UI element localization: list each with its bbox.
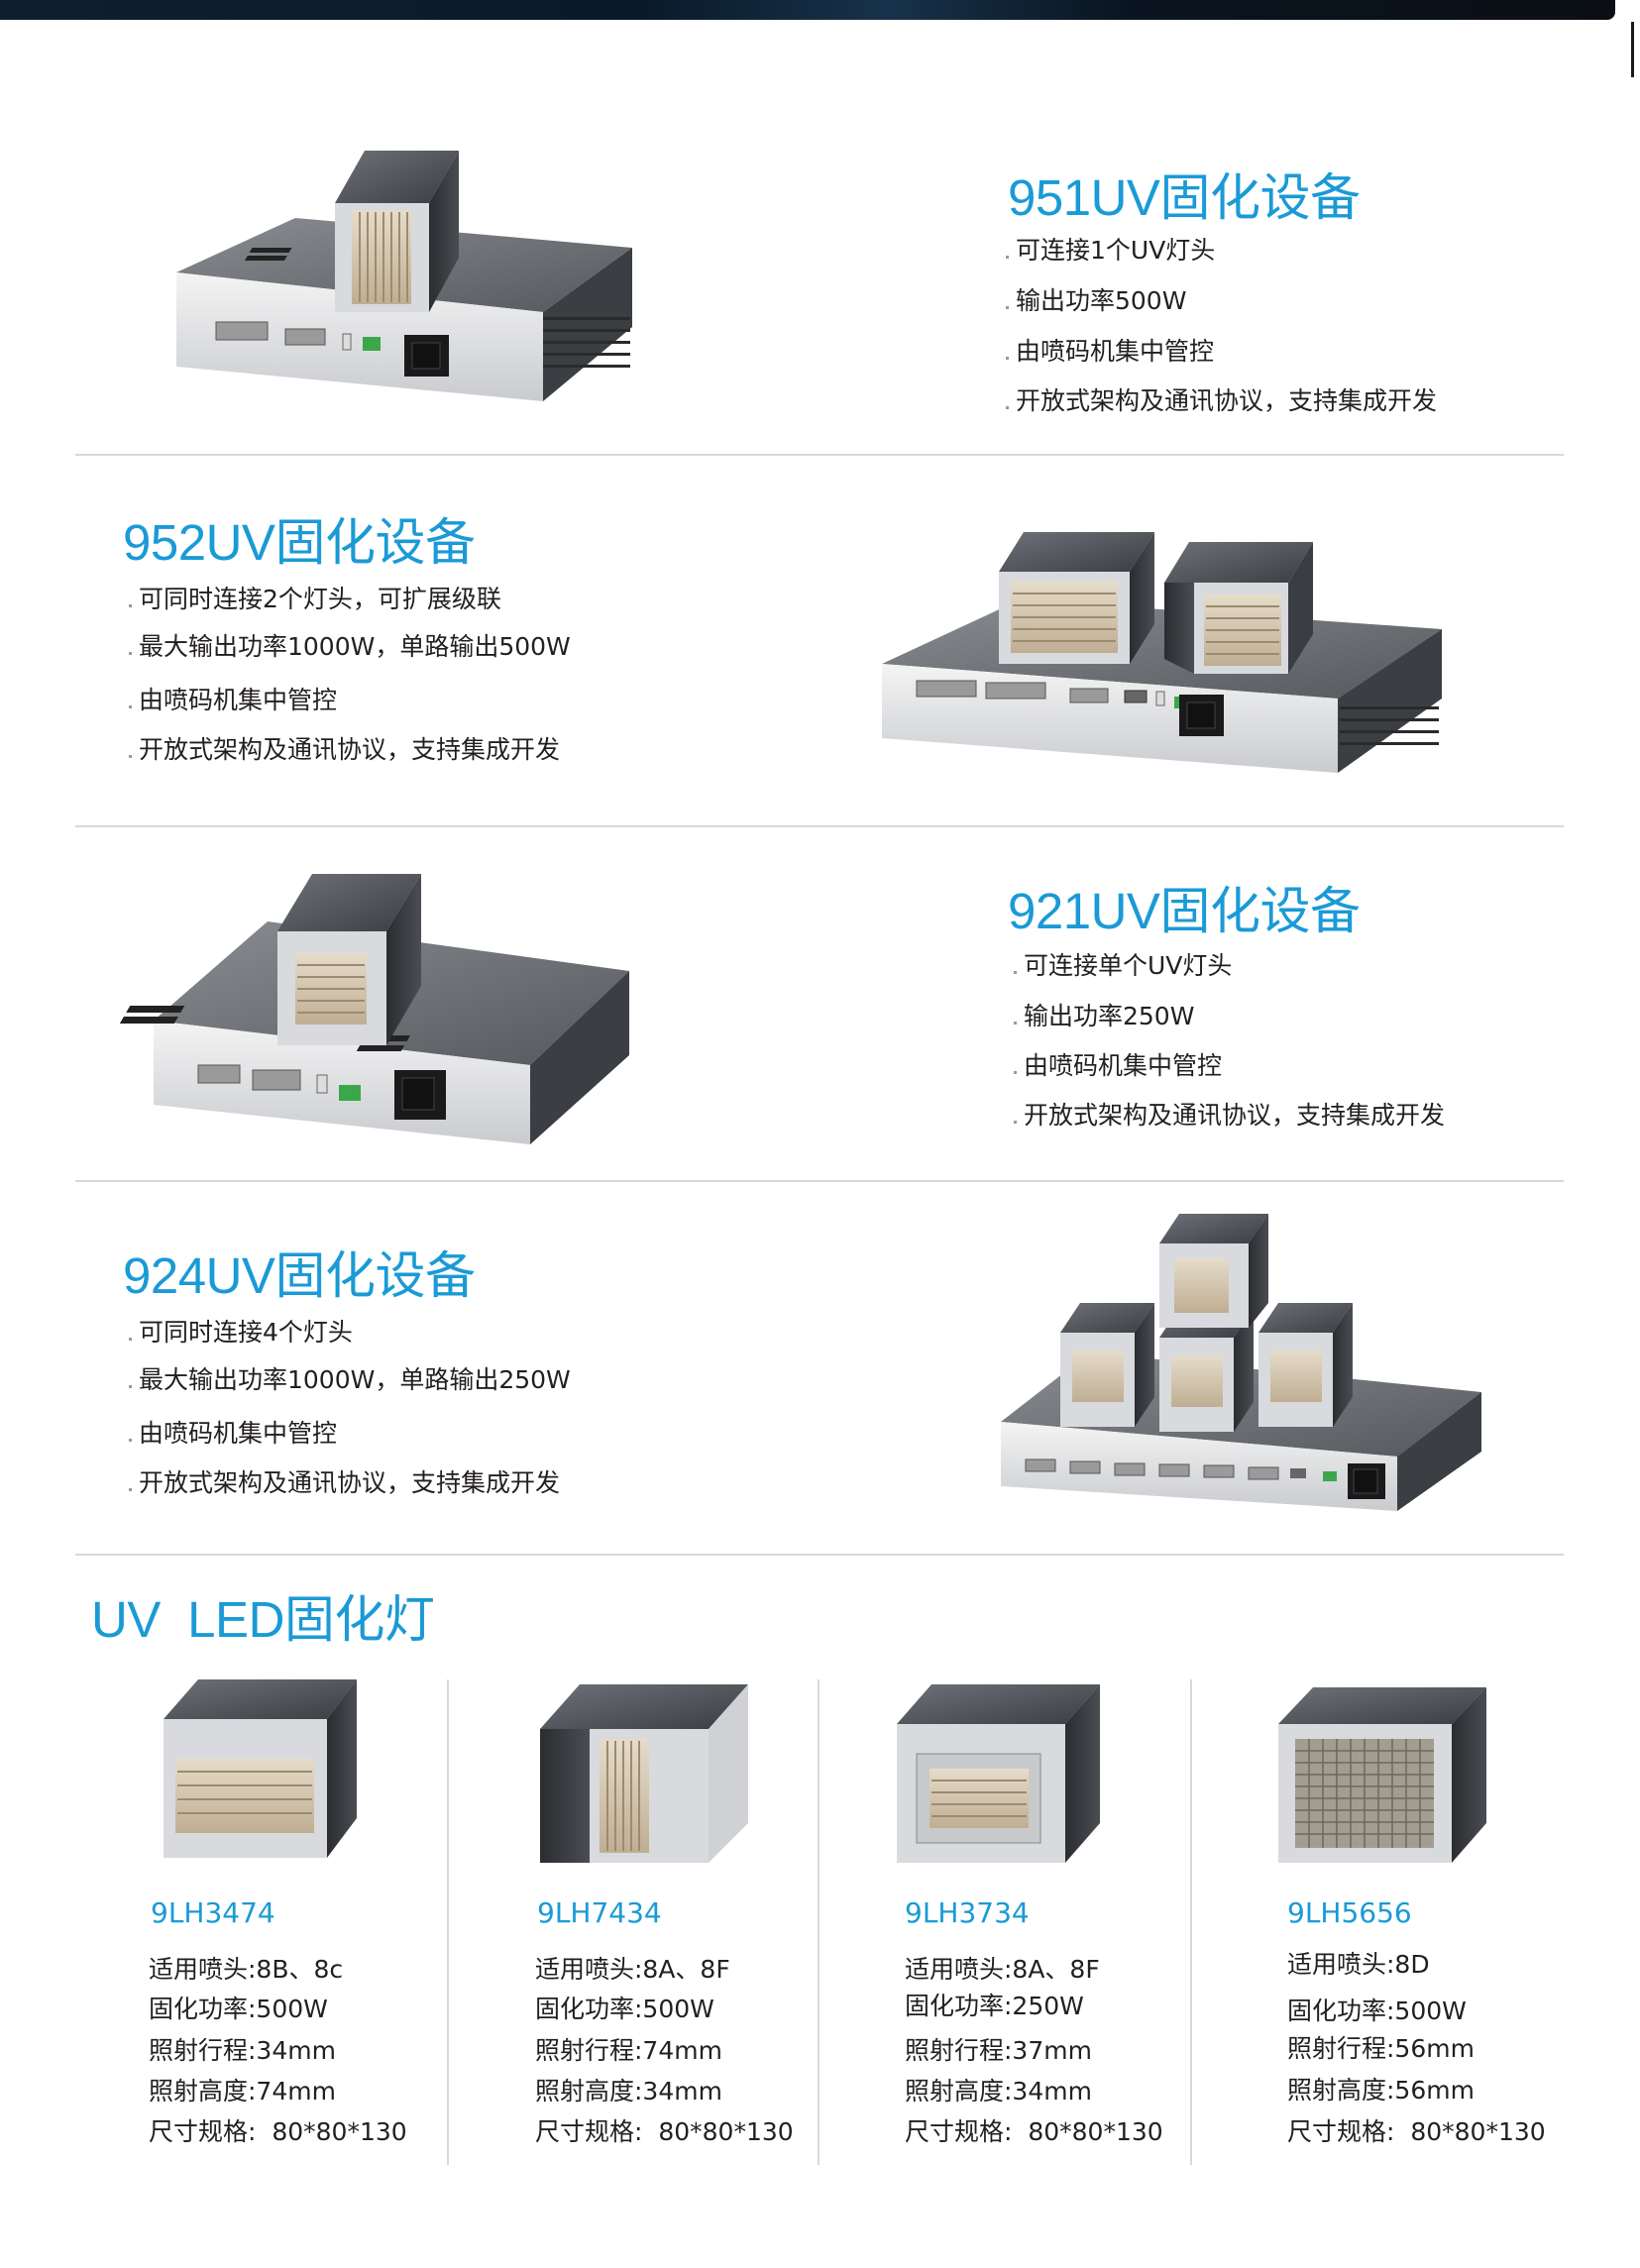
device-title-924: 924UV固化设备: [123, 1247, 476, 1304]
feature-item: 开放式架构及通讯协议，支持集成开发: [129, 1468, 571, 1498]
feature-item: 可同时连接2个灯头，可扩展级联: [129, 585, 571, 614]
top-banner-bar: [0, 0, 1615, 20]
lamp-spec: 照射高度:56mm: [1287, 2076, 1475, 2105]
lamp-model-9lh5656: 9LH5656: [1287, 1896, 1412, 1929]
lamp-spec: 固化功率:500W: [149, 1995, 328, 2023]
feature-item: 最大输出功率1000W，单路输出500W: [129, 632, 571, 661]
device-features-951: 可连接1个UV灯头 输出功率500W 由喷码机集中管控 开放式架构及通讯协议，支…: [1005, 236, 1438, 416]
device-features-924: 可同时连接4个灯头 最大输出功率1000W，单路输出250W 由喷码机集中管控 …: [129, 1318, 571, 1498]
feature-item: 可连接单个UV灯头: [1013, 951, 1445, 981]
lamp-spec: 适用喷头:8A、8F: [905, 1955, 1100, 1984]
lamp-spec: 尺寸规格: 80*80*130: [149, 2117, 407, 2146]
lamp-spec: 照射高度:34mm: [535, 2077, 722, 2106]
device-title-921: 921UV固化设备: [1008, 883, 1361, 939]
feature-item: 输出功率500W: [1005, 286, 1437, 316]
lamp-image-9lh3474: [164, 1679, 357, 1858]
lamp-model-9lh3474: 9LH3474: [151, 1896, 275, 1929]
lamp-spec: 照射行程:34mm: [149, 2036, 336, 2065]
section-divider: [75, 1180, 1564, 1182]
lamp-model-9lh7434: 9LH7434: [537, 1896, 662, 1929]
feature-item: 可同时连接4个灯头: [129, 1318, 571, 1348]
lamp-spec: 尺寸规格: 80*80*130: [535, 2117, 794, 2146]
lamp-image-9lh7434: [540, 1684, 748, 1863]
feature-item: 由喷码机集中管控: [1013, 1051, 1445, 1081]
section-divider: [75, 454, 1564, 456]
lamp-spec: 固化功率:500W: [1287, 1997, 1467, 2025]
product-image-921: [119, 874, 629, 1144]
section-divider: [75, 1554, 1564, 1556]
lamp-spec: 适用喷头:8A、8F: [535, 1955, 730, 1984]
lamp-spec: 固化功率:500W: [535, 1995, 714, 2023]
column-divider: [1190, 1679, 1192, 2165]
lamp-image-9lh5656: [1278, 1687, 1486, 1863]
feature-item: 由喷码机集中管控: [129, 1419, 571, 1449]
device-title-951: 951UV固化设备: [1008, 169, 1361, 226]
feature-item: 开放式架构及通讯协议，支持集成开发: [1005, 386, 1438, 415]
column-divider: [447, 1679, 449, 2165]
lamp-spec: 尺寸规格: 80*80*130: [1287, 2117, 1546, 2146]
lamp-spec: 适用喷头:8D: [1287, 1950, 1430, 1979]
feature-item: 由喷码机集中管控: [1005, 337, 1437, 367]
device-features-921: 可连接单个UV灯头 输出功率250W 由喷码机集中管控 开放式架构及通讯协议，支…: [1013, 951, 1446, 1131]
lamp-spec: 固化功率:250W: [905, 1992, 1084, 2020]
lamp-spec: 照射行程:56mm: [1287, 2034, 1475, 2063]
feature-item: 由喷码机集中管控: [129, 686, 571, 715]
feature-item: 开放式架构及通讯协议，支持集成开发: [1013, 1101, 1446, 1130]
lamp-image-9lh3734: [897, 1684, 1100, 1863]
device-features-952: 可同时连接2个灯头，可扩展级联 最大输出功率1000W，单路输出500W 由喷码…: [129, 585, 571, 765]
lamp-spec: 照射行程:37mm: [905, 2036, 1092, 2065]
page-edge-mark: [1631, 22, 1634, 77]
section-divider: [75, 825, 1564, 827]
product-image-951: [176, 151, 632, 401]
column-divider: [818, 1679, 820, 2165]
lamp-spec: 适用喷头:8B、8c: [149, 1955, 344, 1984]
feature-item: 最大输出功率1000W，单路输出250W: [129, 1365, 571, 1394]
lamps-section-title: UV LED固化灯: [91, 1591, 435, 1648]
feature-item: 开放式架构及通讯协议，支持集成开发: [129, 735, 571, 765]
device-title-952: 952UV固化设备: [123, 514, 476, 571]
feature-item: 可连接1个UV灯头: [1005, 236, 1437, 266]
lamp-spec: 尺寸规格: 80*80*130: [905, 2117, 1163, 2146]
lamp-model-9lh3734: 9LH3734: [905, 1896, 1030, 1929]
product-image-952: [882, 532, 1442, 773]
lamp-spec: 照射高度:74mm: [149, 2077, 336, 2106]
product-image-924: [1001, 1214, 1481, 1511]
lamp-spec: 照射高度:34mm: [905, 2077, 1092, 2106]
feature-item: 输出功率250W: [1013, 1002, 1445, 1031]
lamp-spec: 照射行程:74mm: [535, 2036, 722, 2065]
